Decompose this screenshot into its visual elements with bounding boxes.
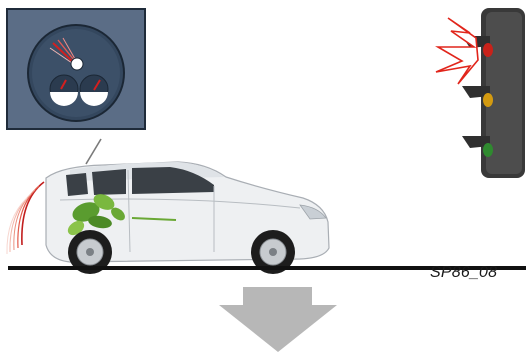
sub-dial-left bbox=[50, 75, 78, 106]
figure-reference-code: SP86_08 bbox=[430, 264, 497, 282]
flash-burst bbox=[436, 18, 478, 84]
amber-lamp bbox=[483, 93, 493, 107]
car-icon bbox=[7, 139, 329, 274]
down-arrow-icon bbox=[219, 287, 337, 352]
traffic-light-icon bbox=[436, 8, 525, 178]
red-lamp bbox=[483, 43, 493, 57]
green-lamp bbox=[483, 143, 493, 157]
fuel-gauge-icon bbox=[7, 9, 145, 129]
sub-dial-right bbox=[80, 75, 108, 106]
motion-lines bbox=[7, 182, 44, 254]
